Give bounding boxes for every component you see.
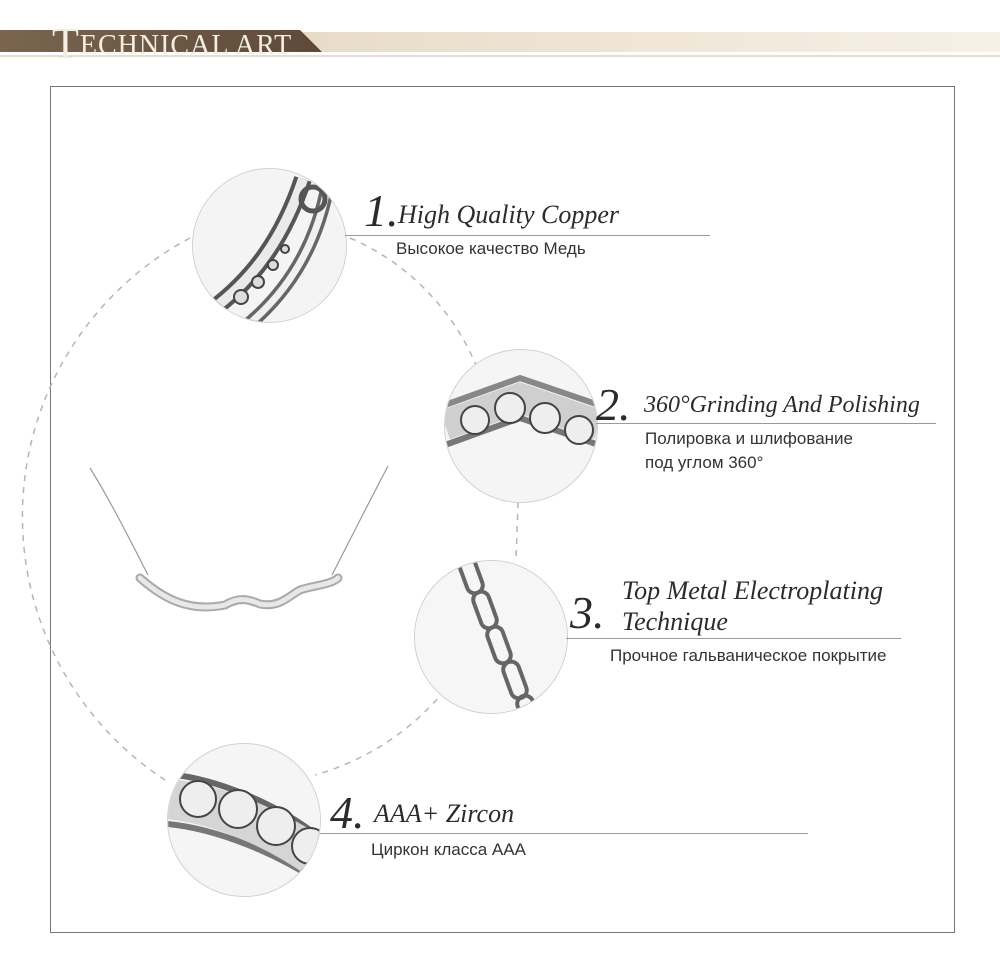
zircon-detail-image xyxy=(168,744,320,896)
banner-title-rest: ECHNICAL ART xyxy=(79,30,293,61)
detail-circle-3 xyxy=(414,560,568,714)
feature-1-number: 1. xyxy=(364,185,399,236)
stone-row-detail-image xyxy=(445,350,597,502)
feature-2-divider xyxy=(596,423,936,424)
feature-3-divider xyxy=(566,638,901,639)
feature-2-number: 2. xyxy=(596,379,631,430)
feature-3-title: Top Metal Electroplating xyxy=(622,576,883,605)
feature-2-subtitle: Полировка и шлифование xyxy=(645,429,853,448)
banner-background xyxy=(0,30,1000,57)
feature-4-subtitle: Циркон класса ААА xyxy=(371,840,526,859)
feature-1-divider xyxy=(345,235,710,236)
detail-circle-4 xyxy=(167,743,321,897)
feature-2-subtitle-line2: под углом 360° xyxy=(645,453,764,472)
feature-3-number: 3. xyxy=(570,587,605,638)
feature-3-title-line2: Technique xyxy=(622,607,728,636)
chain-detail-image xyxy=(415,561,567,713)
feature-4-number: 4. xyxy=(330,787,365,838)
feature-1-title: High Quality Copper xyxy=(398,200,619,229)
clasp-detail-image xyxy=(193,169,346,322)
feature-4-title: AAA+ Zircon xyxy=(374,799,515,828)
content-frame xyxy=(50,86,955,933)
feature-3-subtitle: Прочное гальваническое покрытие xyxy=(610,646,887,665)
detail-circle-2 xyxy=(444,349,598,503)
feature-2-title: 360°Grinding And Polishing xyxy=(644,392,920,418)
banner-title-initial: T xyxy=(52,19,80,68)
banner-title: TECHNICAL ART xyxy=(52,14,293,68)
feature-4-divider xyxy=(320,833,808,834)
header-banner: TECHNICAL ART xyxy=(0,0,1000,68)
detail-circle-1 xyxy=(192,168,347,323)
feature-1-subtitle: Высокое качество Медь xyxy=(396,239,586,258)
